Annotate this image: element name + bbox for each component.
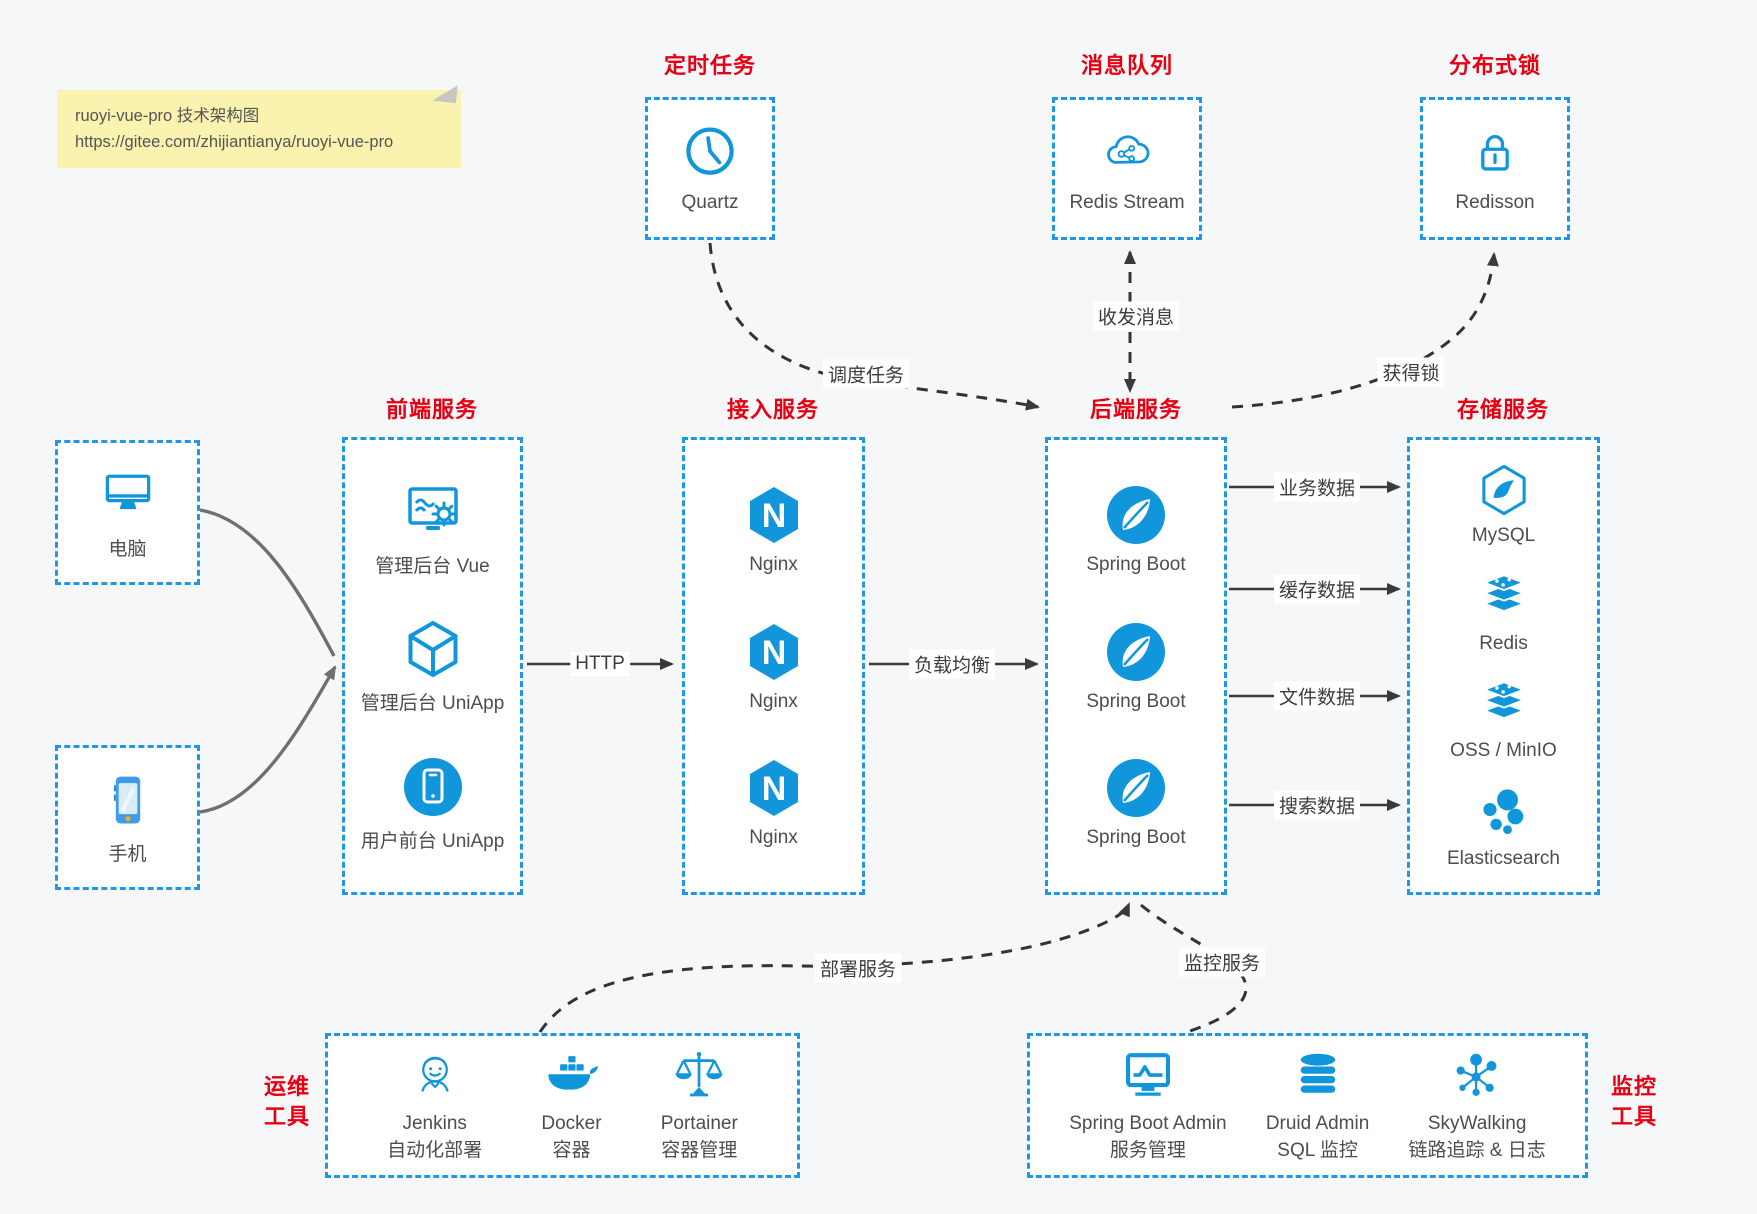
ops-item-jenkins: Jenkins 自动化部署 bbox=[387, 1047, 482, 1164]
note-url: https://gitee.com/zhijiantianya/ruoyi-vu… bbox=[75, 133, 394, 152]
nginx-hexagon-icon bbox=[749, 759, 798, 816]
redis-stack-icon bbox=[1483, 681, 1524, 720]
label-messaging: 收发消息 bbox=[1092, 301, 1180, 331]
spring-leaf-icon bbox=[1105, 757, 1167, 818]
backend-item-springboot-1: Spring Boot bbox=[1048, 483, 1224, 576]
label-business-data: 业务数据 bbox=[1273, 472, 1361, 502]
cloud-share-icon bbox=[1107, 135, 1150, 164]
label-file-data: 文件数据 bbox=[1273, 681, 1361, 711]
spring-leaf-icon bbox=[1105, 485, 1167, 546]
redisson-box: Redisson bbox=[1420, 97, 1570, 240]
backend-item-springboot-3: Spring Boot bbox=[1048, 756, 1224, 849]
note-title: ruoyi-vue-pro 技术架构图 bbox=[75, 107, 260, 125]
computer-label: 电脑 bbox=[108, 538, 147, 560]
storage-item-mysql: MySQL bbox=[1410, 462, 1597, 547]
access-box: Nginx Nginx Nginx bbox=[682, 437, 865, 895]
jenkins-icon bbox=[420, 1056, 449, 1093]
user-app-circle-icon bbox=[402, 756, 463, 817]
ops-item-portainer: Portainer 容器管理 bbox=[661, 1047, 738, 1164]
backend-item-springboot-2: Spring Boot bbox=[1048, 620, 1224, 713]
clock-icon bbox=[680, 123, 740, 183]
access-item-nginx-3: Nginx bbox=[685, 756, 862, 849]
monitoring-item-skywalking: SkyWalking 链路追踪 & 日志 bbox=[1409, 1047, 1546, 1164]
nginx-hexagon-icon bbox=[749, 623, 798, 680]
title-storage-services: 存储服务 bbox=[1456, 397, 1549, 422]
frontend-box: 管理后台 Vue 管理后台 UniApp 用户前台 UniApp bbox=[342, 437, 523, 895]
title-access-services: 接入服务 bbox=[726, 397, 819, 422]
monitor-chart-icon bbox=[1119, 1047, 1177, 1105]
phone-box: 手机 bbox=[55, 745, 200, 890]
desktop-icon bbox=[105, 474, 150, 511]
storage-item-redis: Redis bbox=[1410, 570, 1597, 655]
redis-stack-icon bbox=[1483, 574, 1524, 612]
mysql-dolphin-icon bbox=[1481, 465, 1526, 516]
lock-icon bbox=[1481, 134, 1509, 171]
label-cache-data: 缓存数据 bbox=[1273, 574, 1361, 604]
redis-stream-box: Redis Stream bbox=[1052, 97, 1202, 240]
monitoring-tools-label: 监控 工具 bbox=[1610, 1074, 1657, 1129]
scales-icon bbox=[674, 1050, 725, 1097]
monitoring-item-sba: Spring Boot Admin 服务管理 bbox=[1069, 1047, 1227, 1164]
label-deploy: 部署服务 bbox=[814, 953, 902, 983]
ops-tools-label: 运维 工具 bbox=[263, 1074, 310, 1129]
backend-box: Spring Boot Spring Boot Spring Boot bbox=[1045, 437, 1227, 895]
title-message-queue: 消息队列 bbox=[1080, 53, 1173, 78]
storage-item-elasticsearch: Elasticsearch bbox=[1410, 785, 1597, 870]
elasticsearch-cluster-icon bbox=[1482, 788, 1523, 834]
quartz-label: Quartz bbox=[681, 192, 739, 213]
redis-stream-label: Redis Stream bbox=[1069, 192, 1185, 213]
ops-item-docker: Docker 容器 bbox=[541, 1047, 602, 1164]
frontend-item-admin-vue: 管理后台 Vue bbox=[345, 480, 520, 578]
admin-screen-gear-icon bbox=[407, 486, 458, 532]
label-http: HTTP bbox=[570, 652, 630, 676]
phone-label: 手机 bbox=[108, 843, 147, 865]
spring-leaf-icon bbox=[1105, 621, 1167, 682]
storage-box: MySQL Redis OSS / MinIO Elasticsearch bbox=[1407, 437, 1600, 895]
access-item-nginx-2: Nginx bbox=[685, 620, 862, 713]
computer-box: 电脑 bbox=[55, 440, 200, 585]
ops-tools-box: Jenkins 自动化部署 Docker 容器 Portainer 容器管理 bbox=[325, 1033, 800, 1178]
monitoring-tools-box: Spring Boot Admin 服务管理 Druid Admin SQL 监… bbox=[1027, 1033, 1588, 1178]
monitoring-item-druid: Druid Admin SQL 监控 bbox=[1266, 1047, 1369, 1164]
title-distributed-lock: 分布式锁 bbox=[1448, 53, 1541, 78]
label-lock: 获得锁 bbox=[1377, 357, 1445, 387]
docker-whale-icon bbox=[548, 1055, 599, 1090]
title-backend-services: 后端服务 bbox=[1089, 397, 1182, 422]
uniapp-cube-icon bbox=[408, 621, 457, 677]
label-monitor: 监控服务 bbox=[1178, 947, 1266, 977]
quartz-box: Quartz bbox=[645, 97, 775, 240]
nginx-hexagon-icon bbox=[749, 487, 798, 544]
storage-item-oss-minio: OSS / MinIO bbox=[1410, 677, 1597, 762]
redisson-label: Redisson bbox=[1455, 192, 1535, 213]
title-frontend-services: 前端服务 bbox=[385, 397, 478, 422]
label-schedule: 调度任务 bbox=[822, 359, 910, 389]
note-fold-corner bbox=[432, 83, 458, 103]
access-item-nginx-1: Nginx bbox=[685, 483, 862, 576]
frontend-item-user-uniapp: 用户前台 UniApp bbox=[345, 755, 520, 853]
wire-computer-to-frontend bbox=[199, 508, 336, 657]
wire-lock bbox=[1231, 252, 1499, 409]
sticky-note: ruoyi-vue-pro 技术架构图 https://gitee.com/zh… bbox=[57, 90, 461, 168]
database-icon bbox=[1300, 1053, 1335, 1093]
label-search-data: 搜索数据 bbox=[1273, 790, 1361, 820]
wire-phone-to-frontend bbox=[199, 665, 337, 814]
label-load-balance: 负载均衡 bbox=[908, 649, 996, 679]
smartphone-icon bbox=[111, 774, 142, 825]
topology-icon bbox=[1455, 1052, 1498, 1097]
frontend-item-admin-uniapp: 管理后台 UniApp bbox=[345, 617, 520, 715]
title-scheduled-jobs: 定时任务 bbox=[663, 53, 756, 78]
